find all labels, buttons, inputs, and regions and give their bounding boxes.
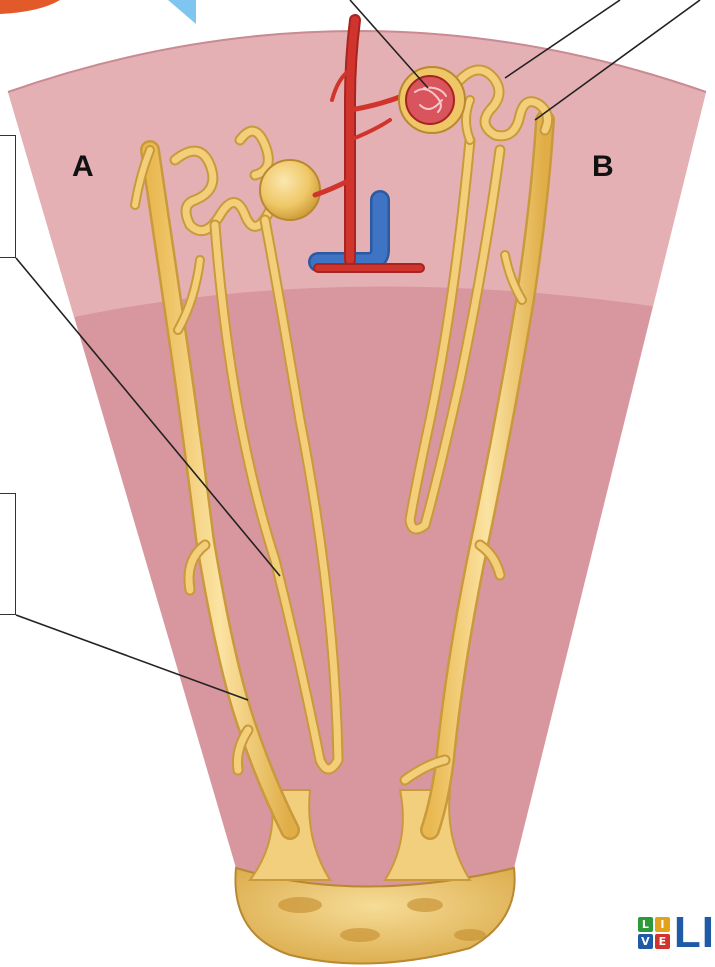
logo-text: LI — [674, 911, 715, 955]
glomerulus-right — [399, 67, 465, 133]
logo-grid-icon: L I V E — [638, 917, 670, 949]
corner-fragment-blue — [168, 0, 196, 24]
kidney-wedge — [0, 0, 715, 889]
logo-cell: V — [638, 934, 653, 949]
logo-cell: E — [655, 934, 670, 949]
label-box-lower[interactable] — [0, 493, 16, 615]
logo-cell: L — [638, 917, 653, 932]
label-box-upper[interactable] — [0, 135, 16, 258]
logo-cell: I — [655, 917, 670, 932]
corner-fragment-orange — [0, 0, 60, 14]
live-logo: L I V E LI — [638, 911, 715, 955]
bowmans-capsule-left — [260, 160, 320, 220]
region-label-b: B — [592, 150, 614, 184]
region-label-a: A — [72, 150, 94, 184]
